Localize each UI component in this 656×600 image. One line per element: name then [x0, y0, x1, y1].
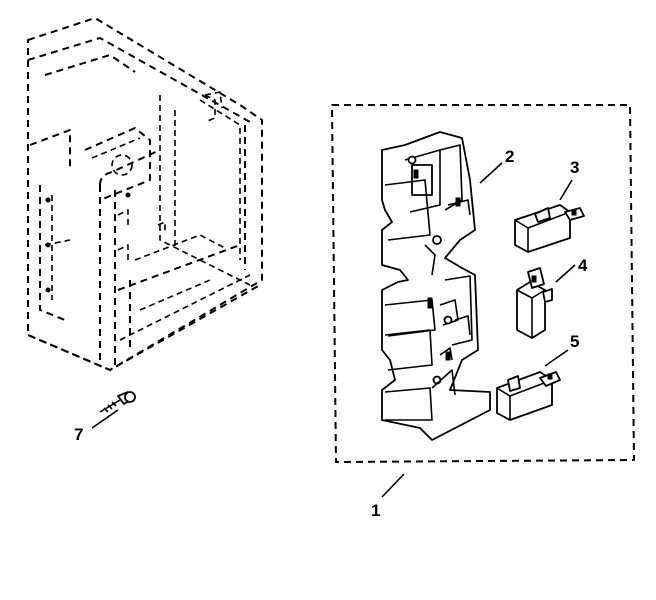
callout-part-2: 2	[505, 147, 514, 166]
leader-line-1	[381, 473, 405, 498]
callout-part-7: 7	[74, 425, 83, 444]
leader-line-3	[559, 179, 573, 201]
leader-line-4	[555, 264, 576, 283]
switch-part-5	[496, 371, 561, 421]
kit-boundary-box	[331, 104, 635, 463]
leader-line-2	[479, 162, 503, 184]
switch-part-3	[514, 204, 585, 253]
callout-part-1: 1	[371, 501, 380, 520]
cabinet-outline	[27, 17, 263, 371]
leader-line-5	[544, 349, 569, 367]
interlock-bracket-part-2	[381, 131, 491, 441]
leader-line-7	[91, 409, 119, 429]
screw-part-7	[99, 391, 136, 413]
callout-part-5: 5	[570, 332, 579, 351]
switch-part-4	[516, 267, 553, 339]
callout-part-4: 4	[578, 256, 588, 275]
callout-part-3: 3	[570, 158, 579, 177]
